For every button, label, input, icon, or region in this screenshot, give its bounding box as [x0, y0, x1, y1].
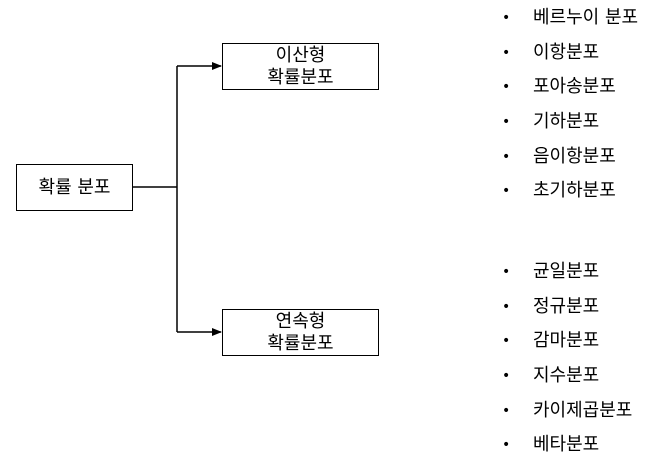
continuous-node-label-line-1: 연속형 — [275, 310, 326, 332]
discrete-node-label-line-2: 확률분포 — [267, 66, 334, 88]
list-item: 균일분포 — [502, 255, 632, 290]
list-item: 정규분포 — [502, 290, 632, 325]
list-item: 베르누이 분포 — [502, 1, 638, 36]
list-item: 기하분포 — [502, 105, 638, 140]
continuous-distribution-node: 연속형 확률분포 — [222, 309, 379, 356]
root-node-label: 확률 분포 — [38, 176, 111, 198]
discrete-distribution-list: 베르누이 분포 이항분포 포아송분포 기하분포 음이항분포 초기하분포 — [502, 1, 638, 209]
continuous-node-label-line-2: 확률분포 — [267, 332, 334, 354]
list-item: 초기하분포 — [502, 174, 638, 209]
continuous-distribution-list: 균일분포 정규분포 감마분포 지수분포 카이제곱분포 베타분포 — [502, 255, 632, 463]
list-item: 음이항분포 — [502, 140, 638, 175]
list-item: 이항분포 — [502, 36, 638, 71]
list-item: 감마분포 — [502, 324, 632, 359]
root-node-probability-distribution: 확률 분포 — [16, 164, 133, 211]
discrete-node-label-line-1: 이산형 — [275, 44, 326, 66]
list-item: 카이제곱분포 — [502, 394, 632, 429]
discrete-distribution-node: 이산형 확률분포 — [222, 43, 379, 90]
list-item: 포아송분포 — [502, 70, 638, 105]
list-item: 베타분포 — [502, 428, 632, 463]
list-item: 지수분포 — [502, 359, 632, 394]
